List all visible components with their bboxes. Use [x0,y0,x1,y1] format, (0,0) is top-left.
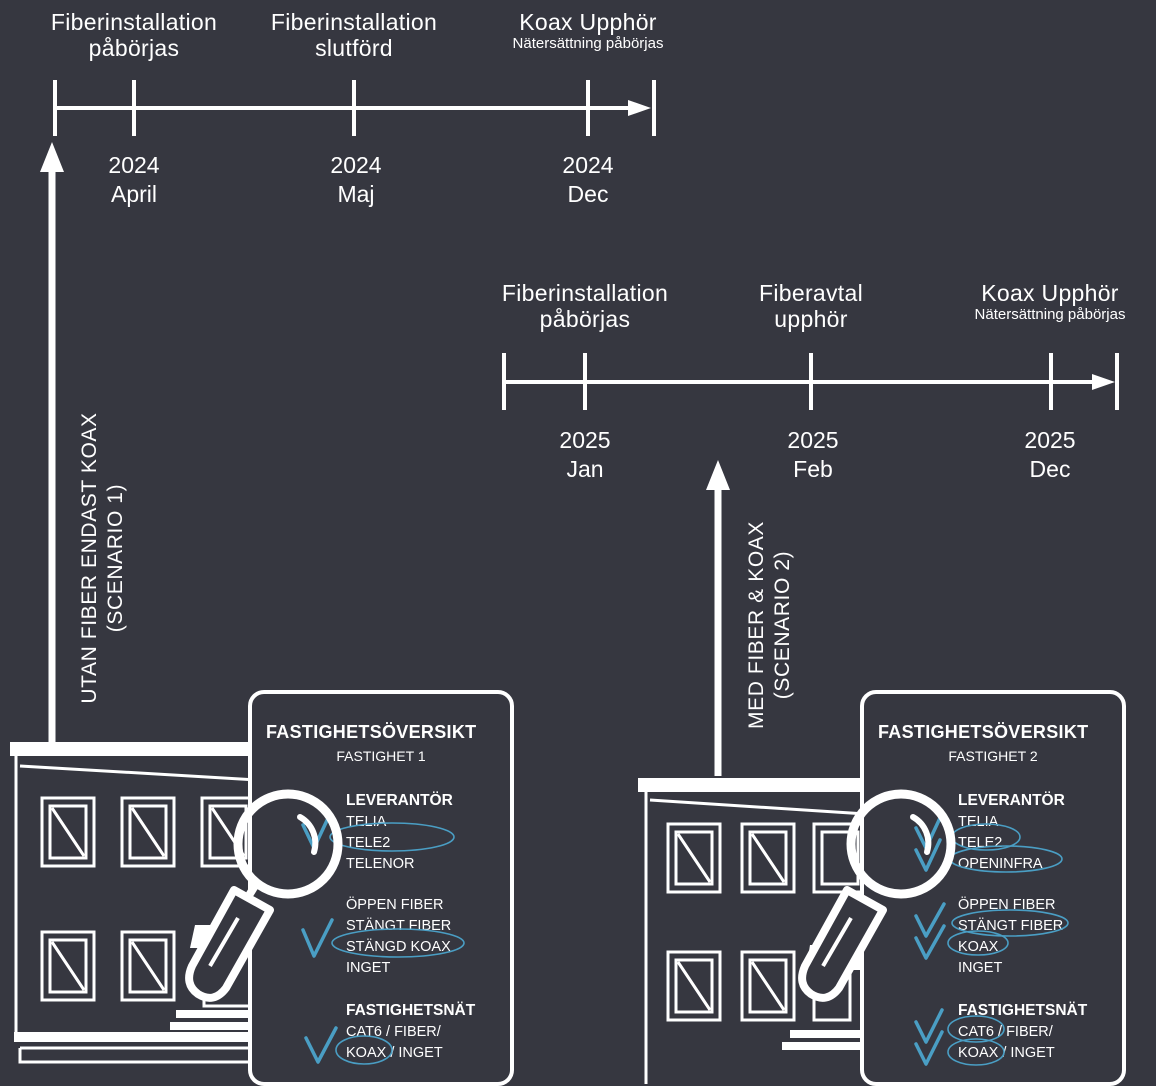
building-2-icon [638,778,868,1084]
timeline-2-arrowhead [1092,374,1115,390]
checkmark-icon [914,1008,944,1044]
card-1-fastighetsnat: FASTIGHETSNÄT CAT6 / FIBER/ KOAX / INGET [346,1000,475,1064]
checkmark-icon [301,812,332,850]
timeline-1-axis [53,80,656,136]
scenario-2-label: MED FIBER & KOAX(SCENARIO 2) [744,521,794,729]
checkmark-icon [914,816,942,850]
list-item: ÖPPEN FIBER [346,897,444,913]
selection-ellipse [331,928,465,958]
list-item: INGET [346,960,391,976]
selection-ellipse [949,845,1063,873]
checkmark-icon [301,918,334,958]
card-2-fastighetsnat: FASTIGHETSNÄT CAT6 / FIBER/ KOAX / INGET [958,1000,1087,1064]
property-card-2: FASTIGHETSÖVERSIKT FASTIGHET 2 LEVERANTÖ… [860,690,1126,1086]
building-1-icon [10,742,260,1064]
property-card-1: FASTIGHETSÖVERSIKT FASTIGHET 1 LEVERANTÖ… [248,690,514,1086]
list-item: CAT6 / FIBER/ [958,1024,1053,1040]
list-item: TELE2 [346,835,391,851]
list-item: KOAX / INGET [346,1045,443,1061]
timeline-1-arrowhead [628,100,651,116]
leverantor-heading: LEVERANTÖR [346,792,453,809]
selection-ellipse [951,909,1069,937]
timeline-2-axis [502,353,1119,410]
list-item: KOAX [958,939,999,955]
list-item: TELENOR [346,856,415,872]
checkmark-icon [304,1026,338,1064]
t2-event-3: Koax Upphör Nätersättning påbörjas [974,280,1126,324]
card-2-leverantor: LEVERANTÖR TELIA TELE2 OPENINFRA [958,790,1065,875]
card-2-markers [914,816,1069,1066]
list-item: STÄNGT FIBER [958,918,1064,934]
card-1-title: FASTIGHETSÖVERSIKT [266,722,477,742]
checkmark-icon [914,902,946,938]
selection-ellipse [335,1035,393,1065]
list-item: KOAX / INGET [958,1045,1055,1061]
scenario-1-label: UTAN FIBER ENDAST KOAX(SCENARIO 1) [77,412,127,704]
checkmark-icon [914,924,946,960]
checkmark-icon [914,1030,944,1066]
card-2-title: FASTIGHETSÖVERSIKT [878,722,1089,742]
list-item: OPENINFRA [958,856,1043,872]
card-1-subtitle: FASTIGHET 1 [336,748,426,764]
card-2-subtitle: FASTIGHET 2 [948,748,1038,764]
fastighetsnat-heading: FASTIGHETSNÄT [958,1002,1088,1019]
list-item: STÄNGD KOAX [346,939,451,955]
card-1-markers [301,812,465,1065]
t1-event-3: Koax Upphör Nätersättning påbörjas [512,9,664,53]
selection-ellipse [947,930,1009,956]
leverantor-heading: LEVERANTÖR [958,792,1065,809]
card-2-fiber-options: ÖPPEN FIBER STÄNGT FIBER KOAX INGET [958,895,1063,979]
list-item: INGET [958,960,1003,976]
list-item: ÖPPEN FIBER [958,897,1056,913]
selection-ellipse [329,822,455,852]
selection-ellipse [947,1015,1005,1043]
scenario-2-arrow [706,460,730,776]
scenario-1-arrow [40,142,64,745]
fastighetsnat-heading: FASTIGHETSNÄT [346,1002,476,1019]
selection-ellipse [947,1038,1005,1066]
